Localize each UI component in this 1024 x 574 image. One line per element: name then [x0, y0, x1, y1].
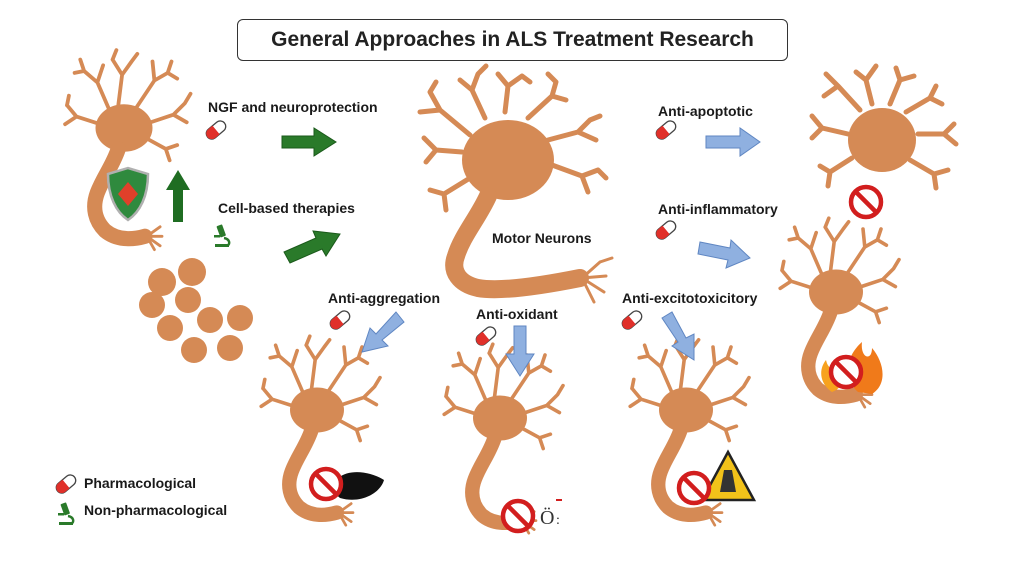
cell-therapy-arrow	[283, 230, 341, 264]
microscope-icon	[56, 501, 75, 527]
oxidant-neuron: Ö : :	[444, 344, 563, 533]
excitotoxic-neuron	[630, 336, 754, 525]
anti-oxidant-arrow	[505, 325, 535, 377]
legend-non-pharmacological: Non-pharmacological	[84, 502, 228, 518]
diagram-title: General Approaches in ALS Treatment Rese…	[237, 19, 788, 61]
label-cell-based-therapies: Cell-based therapies	[218, 200, 355, 216]
pill-icon	[653, 218, 679, 242]
label-anti-apoptotic: Anti-apoptotic	[658, 103, 753, 119]
pill-icon	[619, 308, 645, 332]
inflamed-neuron	[780, 218, 899, 407]
label-anti-excitotoxicity: Anti-excitotoxicitory	[622, 290, 758, 306]
protein-aggregate-icon	[333, 472, 384, 500]
microscope-icon	[212, 223, 231, 249]
anti-excitotoxicity-arrow	[661, 311, 695, 361]
svg-text:Ö: Ö	[540, 506, 554, 529]
ngf-arrow	[281, 127, 337, 157]
anti-apoptotic-arrow	[705, 127, 761, 157]
label-anti-aggregation: Anti-aggregation	[328, 290, 440, 306]
label-ngf-neuroprotection: NGF and neuroprotection	[208, 99, 378, 115]
anti-inflammatory-arrow	[697, 238, 751, 269]
label-anti-inflammatory: Anti-inflammatory	[658, 201, 778, 217]
hazard-warning-icon	[699, 449, 757, 502]
label-motor-neurons: Motor Neurons	[492, 230, 592, 246]
legend-pharmacological: Pharmacological	[84, 475, 197, 491]
neuroprotected-neuron	[65, 50, 190, 250]
shield-icon	[106, 166, 150, 222]
aggregation-neuron	[261, 336, 384, 525]
apoptotic-neuron	[809, 63, 959, 217]
pill-icon	[203, 118, 229, 142]
central-motor-neuron	[417, 63, 614, 304]
pill-icon	[53, 472, 79, 496]
pill-icon	[327, 308, 353, 332]
stem-cell-cluster	[139, 258, 253, 363]
pill-icon	[653, 118, 679, 142]
svg-text::: :	[556, 513, 560, 528]
label-anti-oxidant: Anti-oxidant	[476, 306, 558, 322]
anti-aggregation-arrow	[361, 311, 405, 353]
growth-up-arrow-icon	[166, 170, 190, 222]
